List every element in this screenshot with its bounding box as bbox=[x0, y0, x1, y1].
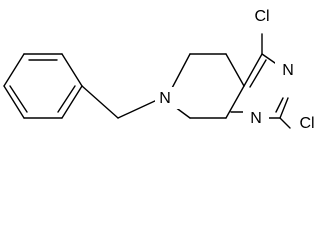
chemical-structure-diagram: N N N Cl Cl bbox=[3, 4, 325, 136]
pyrimidine-fused-bond bbox=[225, 85, 245, 119]
atom-label-layer: N N N Cl Cl bbox=[155, 4, 325, 136]
benzene-bond-4 bbox=[61, 85, 83, 119]
lower-chlorine-bond bbox=[279, 117, 291, 129]
pyrimidine-double-bond-inner-upper bbox=[249, 59, 267, 88]
benzyl-bond-methylene-to-nitrogen bbox=[117, 99, 158, 119]
pyrimidine-double-bond-right bbox=[275, 97, 284, 113]
ring-nitrogen-label: N bbox=[159, 90, 171, 107]
benzyl-bond-ring-to-methylene bbox=[81, 85, 119, 119]
upper-nitrogen-label: N bbox=[282, 62, 294, 79]
benzene-double-bond-right bbox=[57, 85, 76, 113]
lower-nitrogen-label: N bbox=[250, 110, 262, 127]
benzene-bond-1 bbox=[3, 53, 25, 87]
pyrimidine-n3-to-c2 bbox=[279, 97, 289, 119]
bond-layer bbox=[3, 33, 291, 129]
piperidine-bond-upper-ch2-to-fusion bbox=[225, 53, 245, 87]
upper-chlorine-mask bbox=[245, 4, 279, 30]
lower-chlorine-label: Cl bbox=[299, 115, 314, 132]
benzene-double-bond-left bbox=[9, 85, 28, 113]
pyrimidine-fusion-to-c4 bbox=[243, 53, 263, 87]
upper-nitrogen-mask bbox=[275, 59, 301, 81]
piperidine-bond-n-to-upper-ch2 bbox=[170, 53, 191, 91]
upper-chlorine-label: Cl bbox=[254, 8, 269, 25]
benzene-bond-6 bbox=[3, 85, 25, 119]
lower-nitrogen-mask bbox=[243, 106, 269, 130]
ring-nitrogen-mask bbox=[155, 87, 179, 109]
benzene-bond-3 bbox=[61, 53, 83, 87]
lower-chlorine-mask bbox=[291, 111, 325, 136]
